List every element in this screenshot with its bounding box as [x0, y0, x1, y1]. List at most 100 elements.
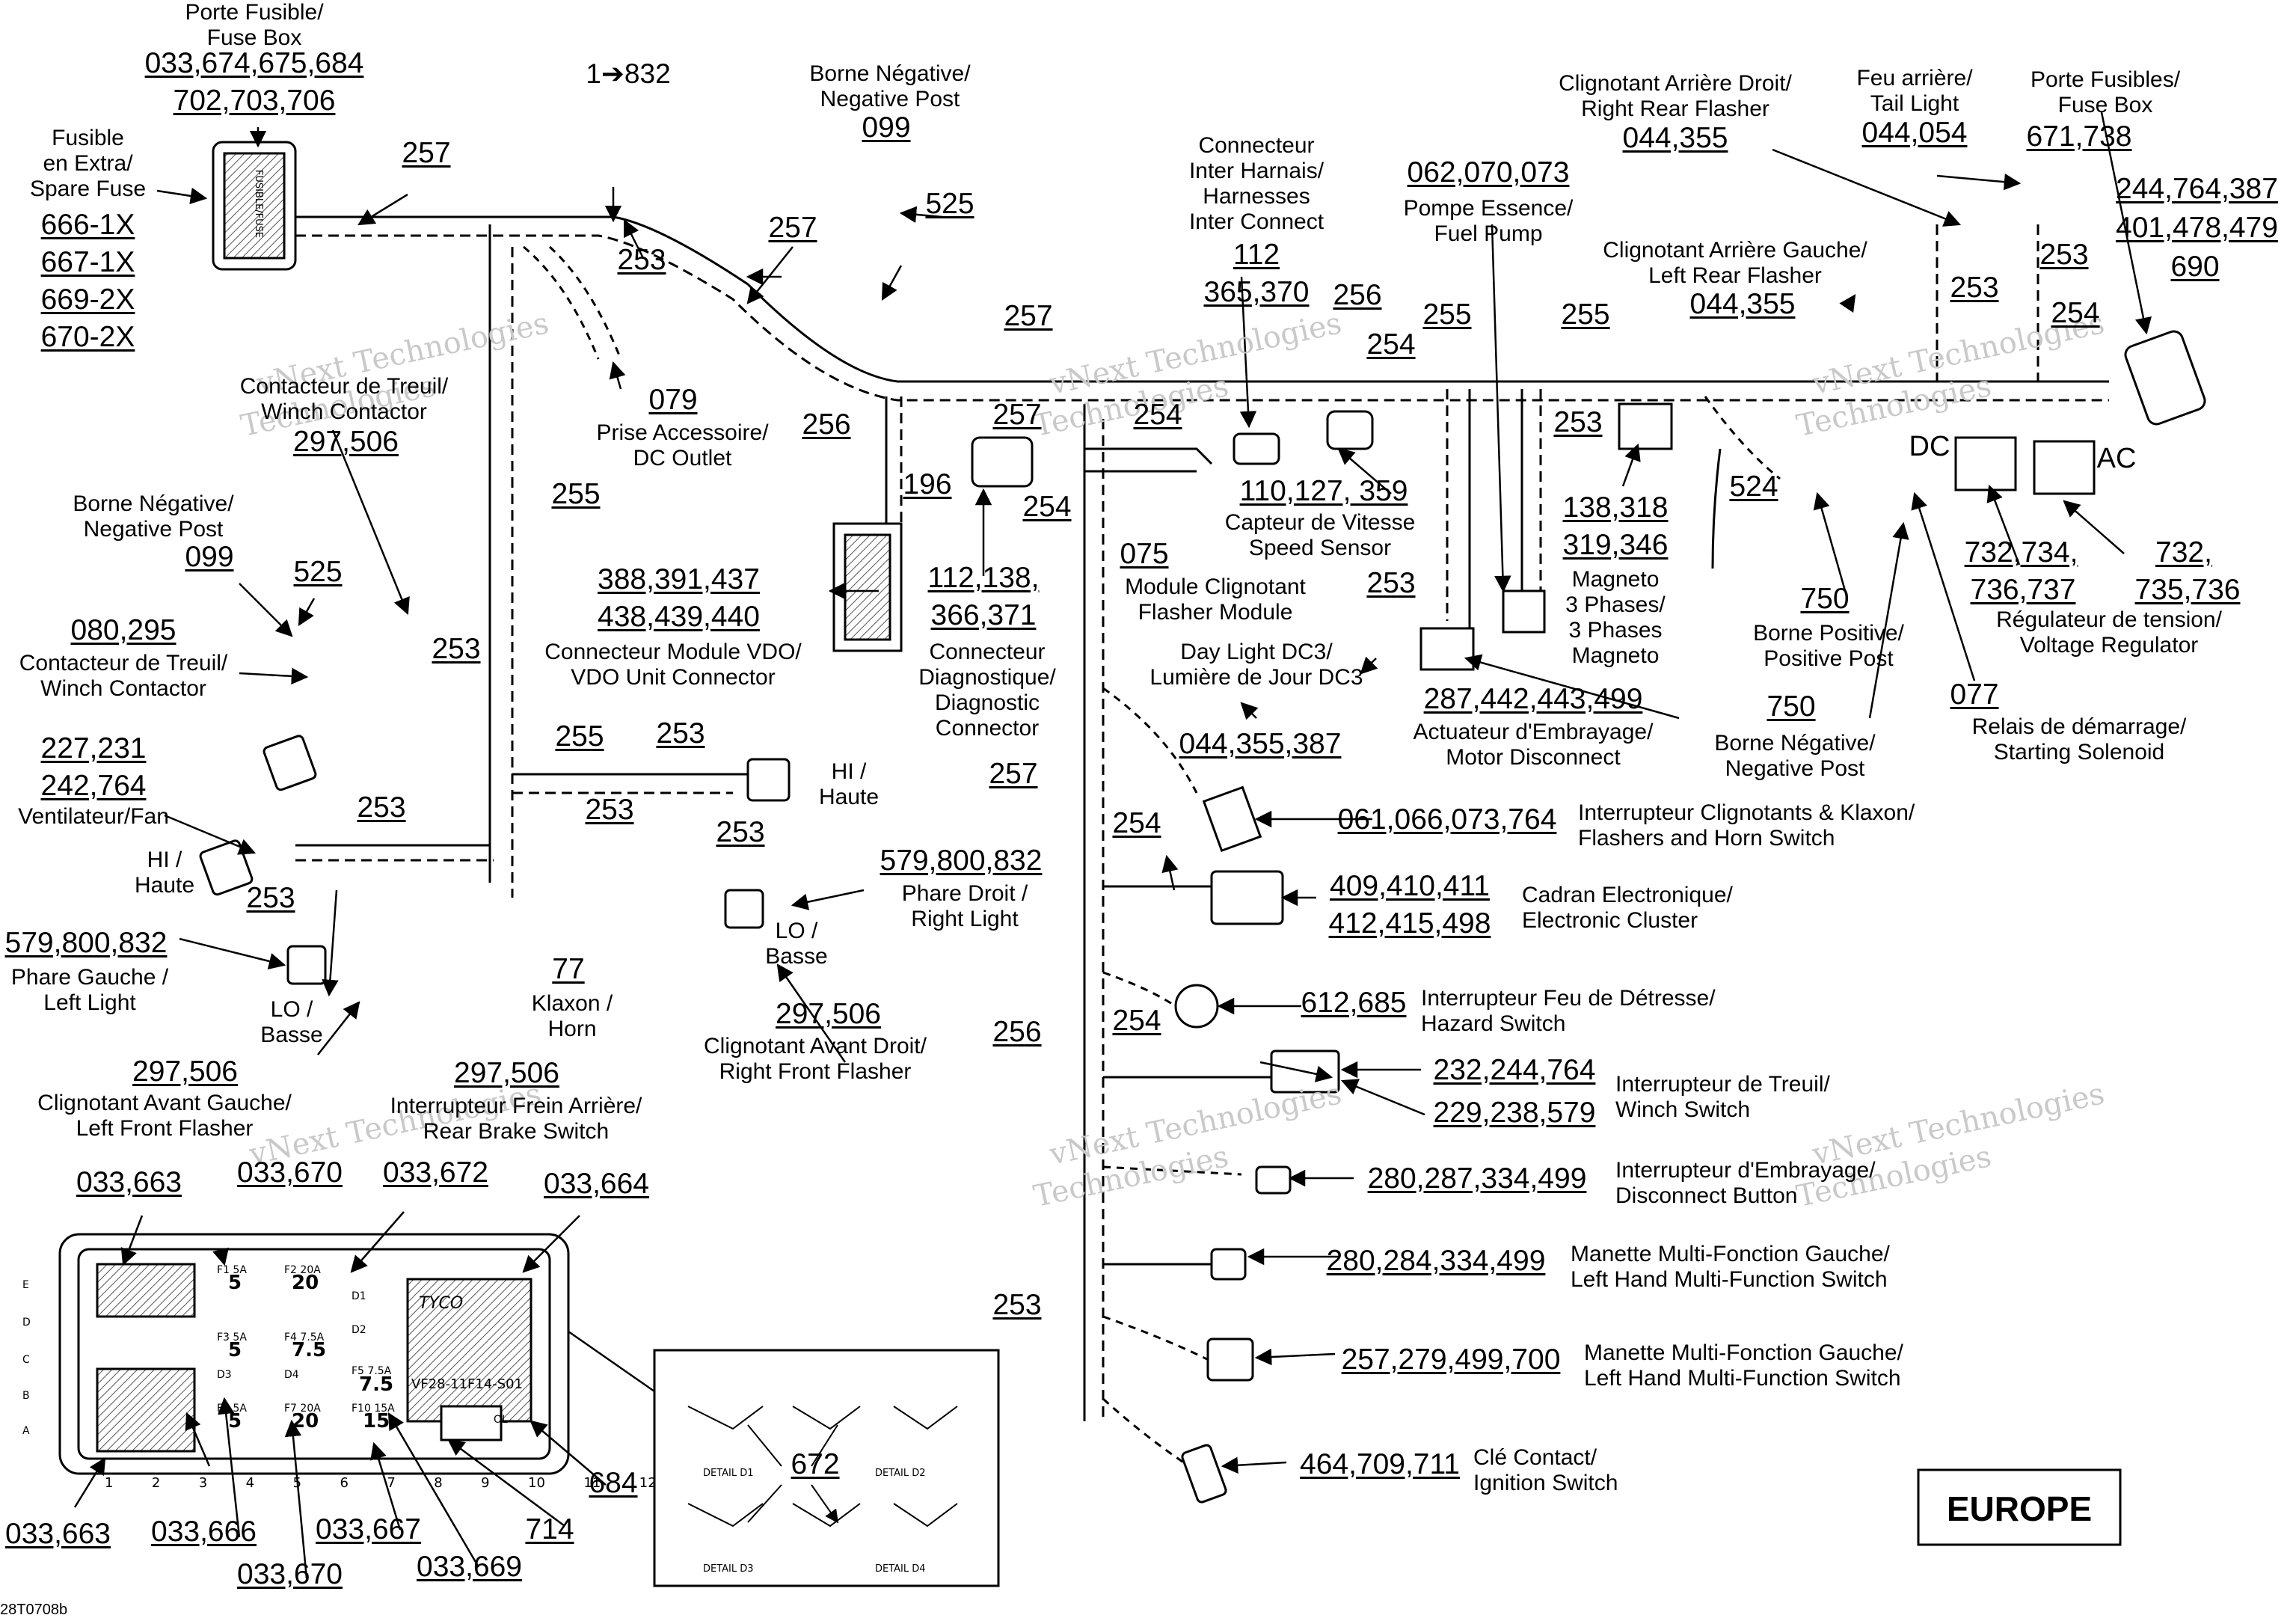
part-number: 280,284,334,499: [1326, 1245, 1546, 1277]
multi-function-switch-label: Manette Multi-Fonction Gauche/ Left Hand…: [1584, 1340, 1903, 1391]
detail-label: DETAIL D1: [703, 1468, 754, 1479]
detail-label: DETAIL D2: [875, 1468, 926, 1479]
part-number: 684: [589, 1467, 638, 1499]
fuse-box-label: Porte Fusibles/ Fuse Box: [2030, 67, 2181, 117]
winch-switch-label: Interrupteur de Treuil/ Winch Switch: [1615, 1072, 1830, 1122]
detail-box-content: [568, 1330, 958, 1526]
negative-post-label: Borne Négative/ Negative Post: [1714, 731, 1876, 781]
fuse-value: 7.5: [359, 1373, 394, 1396]
fuel-pump-label: Pompe Essence/ Fuel Pump: [1403, 196, 1574, 246]
fuse-value: 5: [228, 1410, 242, 1432]
diagnostic-connector-label: Connecteur Diagnostique/ Diagnostic Conn…: [918, 640, 1056, 741]
part-number: 061,066,073,764: [1337, 803, 1557, 836]
fuse-value: 5: [228, 1272, 242, 1294]
wire-number: 256: [802, 408, 851, 441]
part-number: 750: [1800, 583, 1850, 615]
wire-number: 525: [293, 556, 343, 588]
spare-fuse-number: 667-1X: [40, 246, 135, 278]
part-number: 464,709,711: [1300, 1448, 1460, 1480]
multi-function-switch-label: Manette Multi-Fonction Gauche/ Left Hand…: [1571, 1242, 1890, 1292]
part-number: 672: [791, 1448, 840, 1480]
daylight-label: Day Light DC3/ Lumière de Jour DC3: [1149, 640, 1363, 690]
fuse-housing-text: FUSIBLE/FUSE: [253, 169, 265, 239]
positive-post-label: Borne Positive/ Positive Post: [1753, 621, 1904, 671]
part-number: 033,663: [5, 1518, 111, 1550]
part-number: 257,279,499,700: [1341, 1343, 1561, 1376]
ignition-switch-label: Clé Contact/ Ignition Switch: [1473, 1445, 1618, 1495]
hi-beam-label: HI / Haute: [134, 848, 195, 898]
dc-label: DC: [1909, 431, 1950, 462]
part-number: 033,666: [151, 1516, 257, 1548]
wire-number: 255: [1561, 298, 1610, 331]
wire-number: 254: [1022, 491, 1072, 523]
fuse-label: F10 15A: [352, 1403, 395, 1415]
spare-fuse-number: 669-2X: [40, 284, 135, 316]
part-number: 409,410,411: [1330, 870, 1490, 902]
wire-number: 253: [432, 633, 481, 665]
part-number: 110,127, 359: [1239, 475, 1408, 507]
diode-label: D3: [217, 1369, 232, 1381]
part-number: 287,442,443,499: [1423, 683, 1643, 715]
starting-solenoid-label: Relais de démarrage/ Starting Solenoid: [1971, 714, 2187, 764]
region-label: EUROPE: [1946, 1489, 2093, 1528]
part-number: 079: [648, 384, 698, 416]
electronic-cluster-label: Cadran Electronique/ Electronic Cluster: [1522, 883, 1733, 933]
part-code-text: VF28-11F14-S01: [411, 1376, 524, 1392]
part-number: 033,670: [237, 1156, 343, 1189]
part-number: 044,355: [1689, 288, 1796, 320]
wire-number: 257: [989, 758, 1038, 790]
part-number: 319,346: [1562, 529, 1669, 561]
part-number: 735,736: [2134, 574, 2241, 606]
part-number: 612,685: [1301, 987, 1407, 1019]
fuse-value: 5: [228, 1339, 242, 1361]
wire-number: 255: [551, 478, 601, 510]
part-number: 297,506: [132, 1055, 238, 1088]
wire-number: 525: [925, 188, 974, 220]
diagram-code: 28T0708b: [0, 1602, 68, 1618]
negative-post-label: Borne Négative/ Negative Post: [73, 491, 234, 542]
right-front-flasher-label: Clignotant Avant Droit/ Right Front Flas…: [704, 1034, 927, 1084]
disconnect-button-label: Interrupteur d'Embrayage/ Disconnect But…: [1615, 1158, 1876, 1208]
inter-harness-label: Connecteur Inter Harnais/ Harnesses Inte…: [1188, 133, 1325, 234]
voltage-regulator-label: Régulateur de tension/ Voltage Regulator: [1996, 607, 2222, 658]
connector-text: OL: [494, 1414, 508, 1426]
speed-sensor-label: Capteur de Vitesse Speed Sensor: [1224, 510, 1416, 560]
hi-beam-label: HI / Haute: [818, 759, 880, 809]
wire-number: 257: [768, 212, 817, 244]
part-number: 280,287,334,499: [1367, 1162, 1587, 1195]
wire-number: 524: [1729, 471, 1778, 503]
part-number: 033,670: [237, 1558, 343, 1590]
part-number: 044,355: [1622, 122, 1728, 154]
tail-light-label: Feu arrière/ Tail Light: [1856, 66, 1973, 116]
part-number: 232,244,764: [1433, 1054, 1596, 1086]
wire-number: 257: [402, 137, 451, 169]
fuse-box-label: Porte Fusible/ Fuse Box: [185, 0, 324, 50]
left-rear-flasher-label: Clignotant Arrière Gauche/ Left Rear Fla…: [1603, 238, 1867, 288]
wire-number: 256: [992, 1016, 1042, 1048]
part-number: 044,355,387: [1179, 728, 1342, 760]
left-light-label: Phare Gauche / Left Light: [10, 965, 169, 1015]
part-number: 366,371: [930, 599, 1037, 631]
right-rear-flasher-label: Clignotant Arrière Droit/ Right Rear Fla…: [1559, 71, 1792, 121]
part-number: 438,439,440: [598, 601, 760, 633]
part-number: 736,737: [1970, 574, 2076, 606]
part-number: 033,672: [383, 1156, 488, 1189]
part-number: 227,231: [40, 732, 147, 764]
part-number: 297,506: [293, 426, 399, 458]
fuse-value: 15: [363, 1410, 390, 1432]
winch-contactor-label: Contacteur de Treuil/ Winch Contactor: [19, 651, 228, 701]
detail-label: DETAIL D3: [703, 1563, 754, 1575]
wire-number: 255: [555, 720, 604, 753]
vdo-connector-label: Connecteur Module VDO/ VDO Unit Connecto…: [544, 640, 802, 690]
fuse-value: 20: [292, 1410, 319, 1432]
part-number: 579,800,832: [880, 845, 1043, 877]
wire-number: 253: [1553, 406, 1603, 438]
wire-number: 254: [2051, 297, 2100, 329]
part-number: 075: [1120, 538, 1169, 570]
lo-beam-label: LO / Basse: [260, 997, 323, 1047]
harness-main-trunk: [295, 215, 2109, 1468]
part-number: 732,: [2155, 536, 2212, 569]
part-number: 112: [1233, 239, 1280, 271]
fuse-box-number: 033,674,675,684: [144, 47, 364, 79]
